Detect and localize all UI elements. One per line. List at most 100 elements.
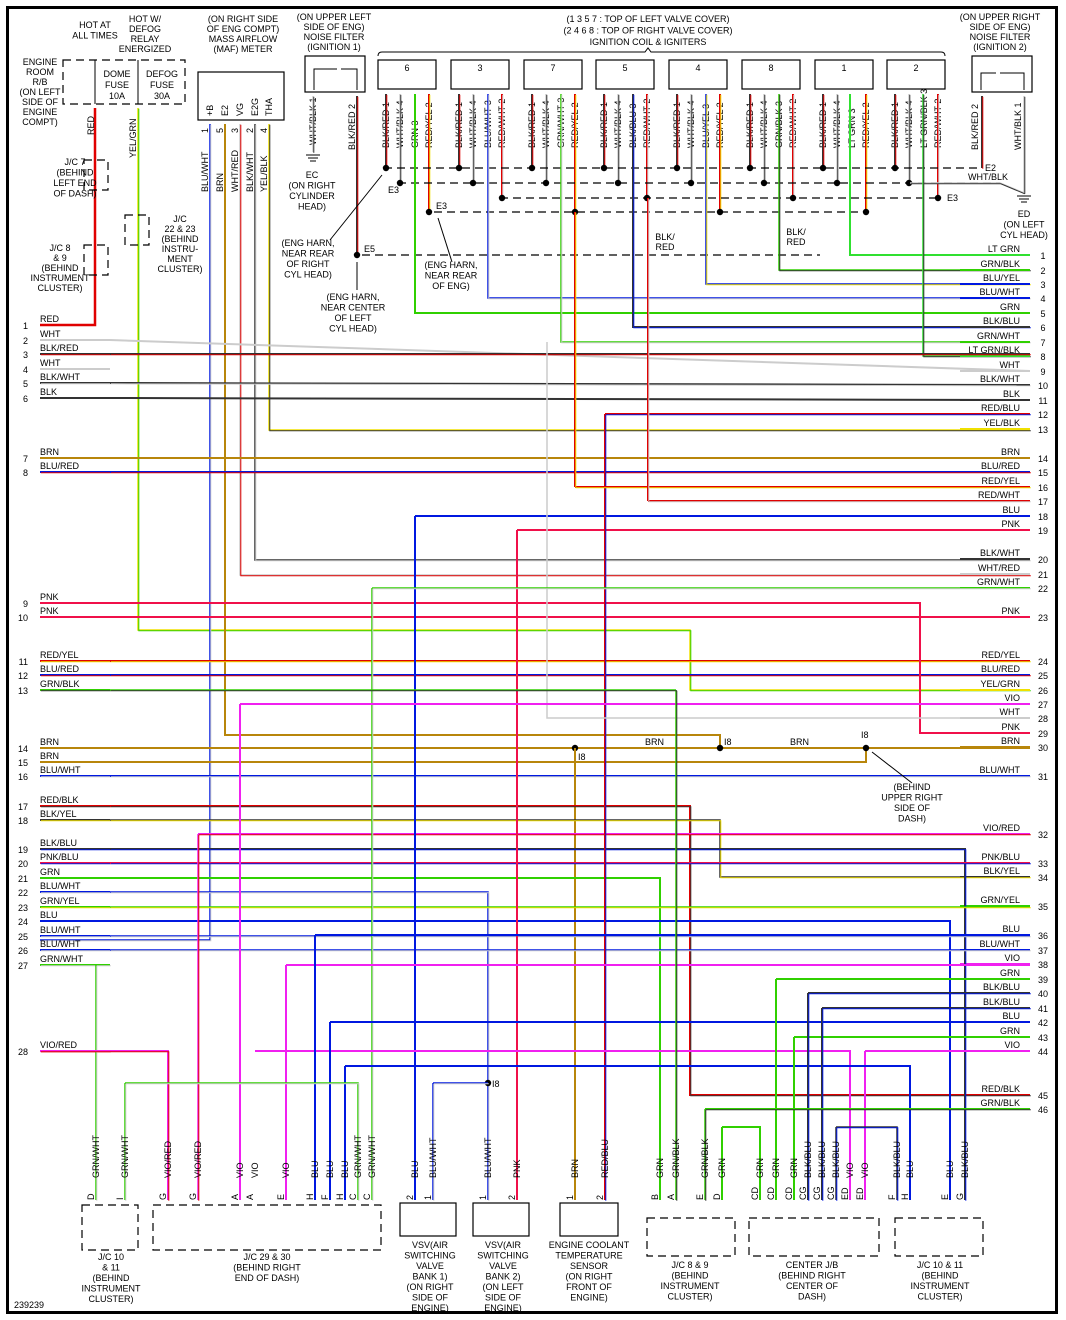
ignition-coil-4 bbox=[668, 59, 728, 90]
through-wire-3 bbox=[109, 397, 1031, 401]
label-jc7: J/C 7 bbox=[64, 157, 85, 167]
right-terminal-wire-37: BLU/WHT bbox=[980, 939, 1021, 949]
label-jc7: LEFT END bbox=[53, 178, 97, 188]
wire-brn-15 bbox=[110, 748, 867, 763]
wire-vio-44a bbox=[255, 1050, 851, 1200]
left-terminal-wire-22: BLU/WHT bbox=[40, 881, 81, 891]
jc2930-label: (BEHIND RIGHT bbox=[233, 1263, 301, 1273]
vsv-bank2-label: SWITCHING bbox=[477, 1251, 529, 1261]
wire-wht-blk-ground bbox=[910, 182, 1025, 194]
label-jc7: (BEHIND bbox=[56, 168, 94, 178]
label-i8: I8 bbox=[724, 737, 732, 747]
nf2-wire-1: WHT/BLK 1 bbox=[1013, 102, 1023, 150]
wire-maf-yel-blk-stripe bbox=[269, 124, 1031, 432]
left-terminal-num-27: 27 bbox=[18, 961, 28, 971]
jc89-bottom-wire-label-0: GRN bbox=[655, 1158, 665, 1178]
jc1011-left-pin-1: I bbox=[115, 1197, 125, 1200]
ignition-coil-7 bbox=[523, 59, 583, 90]
wire-blu-jc bbox=[345, 1065, 911, 1200]
wire-maf-blk-wht-stripe bbox=[255, 124, 1031, 562]
ignition-coil-5 bbox=[595, 59, 655, 90]
coil-number-1: 1 bbox=[841, 63, 846, 73]
wire-yelgrn-main-stripe bbox=[138, 108, 1031, 692]
left-terminal-num-13: 13 bbox=[18, 686, 28, 696]
relay-box-outline bbox=[62, 59, 186, 105]
left-terminal-num-15: 15 bbox=[18, 758, 28, 768]
right-terminal-num-1: 1 bbox=[1040, 251, 1045, 261]
right-terminal-wire-28: WHT bbox=[1000, 707, 1021, 717]
ground-icon-ec bbox=[306, 154, 320, 162]
coil5-blkblu bbox=[632, 94, 1030, 328]
jc2930-pin-6: F bbox=[320, 1194, 330, 1200]
left-terminal-wire-18: BLK/YEL bbox=[40, 809, 77, 819]
maf-wire-label-1: BRN bbox=[215, 173, 225, 192]
ect-sensor-pin-1: 2 bbox=[595, 1195, 605, 1200]
left-terminal-wire-3: BLK/RED bbox=[40, 343, 79, 353]
jc2930-pin-2: A bbox=[230, 1194, 240, 1200]
wire-maf-blu-wht bbox=[40, 124, 211, 941]
label-note-dash: SIDE OF bbox=[894, 803, 931, 813]
maf-wire-label-3: BLK/WHT bbox=[245, 151, 255, 192]
left-terminal-num-4: 4 bbox=[23, 365, 28, 375]
label-ground-ed: (ON LEFT bbox=[1003, 220, 1045, 230]
jc2930 bbox=[152, 1204, 382, 1251]
label-note-dash: DASH) bbox=[898, 814, 926, 824]
vsv-bank2-label: BANK 2) bbox=[485, 1272, 520, 1282]
right-terminal-num-23: 23 bbox=[1038, 613, 1048, 623]
left-terminal-num-21: 21 bbox=[18, 874, 28, 884]
vsv-bank2-label: SIDE OF bbox=[485, 1293, 522, 1303]
right-terminal-num-43: 43 bbox=[1038, 1033, 1048, 1043]
left-terminal-num-19: 19 bbox=[18, 845, 28, 855]
left-terminal-wire-28: VIO/RED bbox=[40, 1040, 78, 1050]
splice-blkred bbox=[600, 164, 608, 172]
right-terminal-num-3: 3 bbox=[1040, 280, 1045, 290]
label-jc89: J/C 8 bbox=[49, 243, 70, 253]
ground-icon-ed bbox=[1017, 195, 1031, 203]
label-wire-yelgrn: YEL/GRN bbox=[128, 118, 138, 158]
right-terminal-num-16: 16 bbox=[1038, 483, 1048, 493]
label-relay-box: R/B bbox=[32, 77, 47, 87]
wire-maf-wht-red-stripe bbox=[240, 124, 1031, 577]
label-noise-filter-1: (ON UPPER LEFT bbox=[297, 12, 372, 22]
jc1011-right-label: INSTRUMENT bbox=[911, 1281, 970, 1291]
left-terminal-wire-23: GRN/YEL bbox=[40, 896, 80, 906]
jc1011-right-pin-1: H bbox=[900, 1194, 910, 1201]
left-terminal-num-16: 16 bbox=[18, 772, 28, 782]
jc1011-right-label: (BEHIND bbox=[921, 1271, 959, 1281]
label-ground-ec: HEAD) bbox=[298, 202, 326, 212]
right-terminal-wire-29: PNK bbox=[1001, 722, 1020, 732]
left-terminal-wire-9: PNK bbox=[40, 592, 59, 602]
through-wire-2-stripe bbox=[110, 383, 1031, 387]
right-terminal-wire-44: VIO bbox=[1004, 1040, 1020, 1050]
jc1011-right-wire-label-1: BLU bbox=[905, 1160, 915, 1178]
label-hot-at-all-times: ALL TIMES bbox=[72, 31, 118, 41]
right-terminal-num-38: 38 bbox=[1038, 960, 1048, 970]
label-e3-right: E3 bbox=[947, 193, 958, 203]
label-noise-filter-2: SIDE OF ENG) bbox=[969, 22, 1030, 32]
vsv-bank2-label: (ON LEFT bbox=[482, 1282, 524, 1292]
through-wire-2 bbox=[109, 382, 1031, 386]
center-jb-pin-6: ED bbox=[840, 1187, 850, 1200]
label-defog-fuse: 30A bbox=[154, 91, 170, 101]
splice-redwire bbox=[425, 208, 433, 216]
vsv-bank1-label: VSV(AIR bbox=[412, 1240, 449, 1250]
left-terminal-wire-10: PNK bbox=[40, 606, 59, 616]
right-terminal-num-45: 45 bbox=[1038, 1091, 1048, 1101]
right-terminal-wire-20: BLK/WHT bbox=[980, 548, 1021, 558]
label-coils-title: IGNITION COIL & IGNITERS bbox=[590, 37, 707, 47]
left-terminal-wire-19: BLK/BLU bbox=[40, 838, 77, 848]
maf-pin-num-4: 4 bbox=[259, 128, 269, 133]
diagram-frame bbox=[6, 6, 1058, 1314]
jc2930-label: END OF DASH) bbox=[235, 1273, 300, 1283]
vsv-bank2-label: VSV(AIR bbox=[485, 1240, 522, 1250]
right-terminal-wire-2: GRN/BLK bbox=[980, 259, 1020, 269]
jc1011-right bbox=[894, 1217, 984, 1257]
wire-vio-red-28 bbox=[40, 1050, 169, 1200]
right-terminal-num-33: 33 bbox=[1038, 859, 1048, 869]
label-defog-fuse: DEFOG bbox=[146, 69, 178, 79]
jc2930-pin-1: G bbox=[188, 1193, 198, 1200]
right-terminal-wire-35: GRN/YEL bbox=[980, 895, 1020, 905]
ect-sensor-label: FRONT OF bbox=[566, 1282, 612, 1292]
label-hot-defog: DEFOG bbox=[129, 24, 161, 34]
left-terminal-wire-4: WHT bbox=[40, 358, 61, 368]
